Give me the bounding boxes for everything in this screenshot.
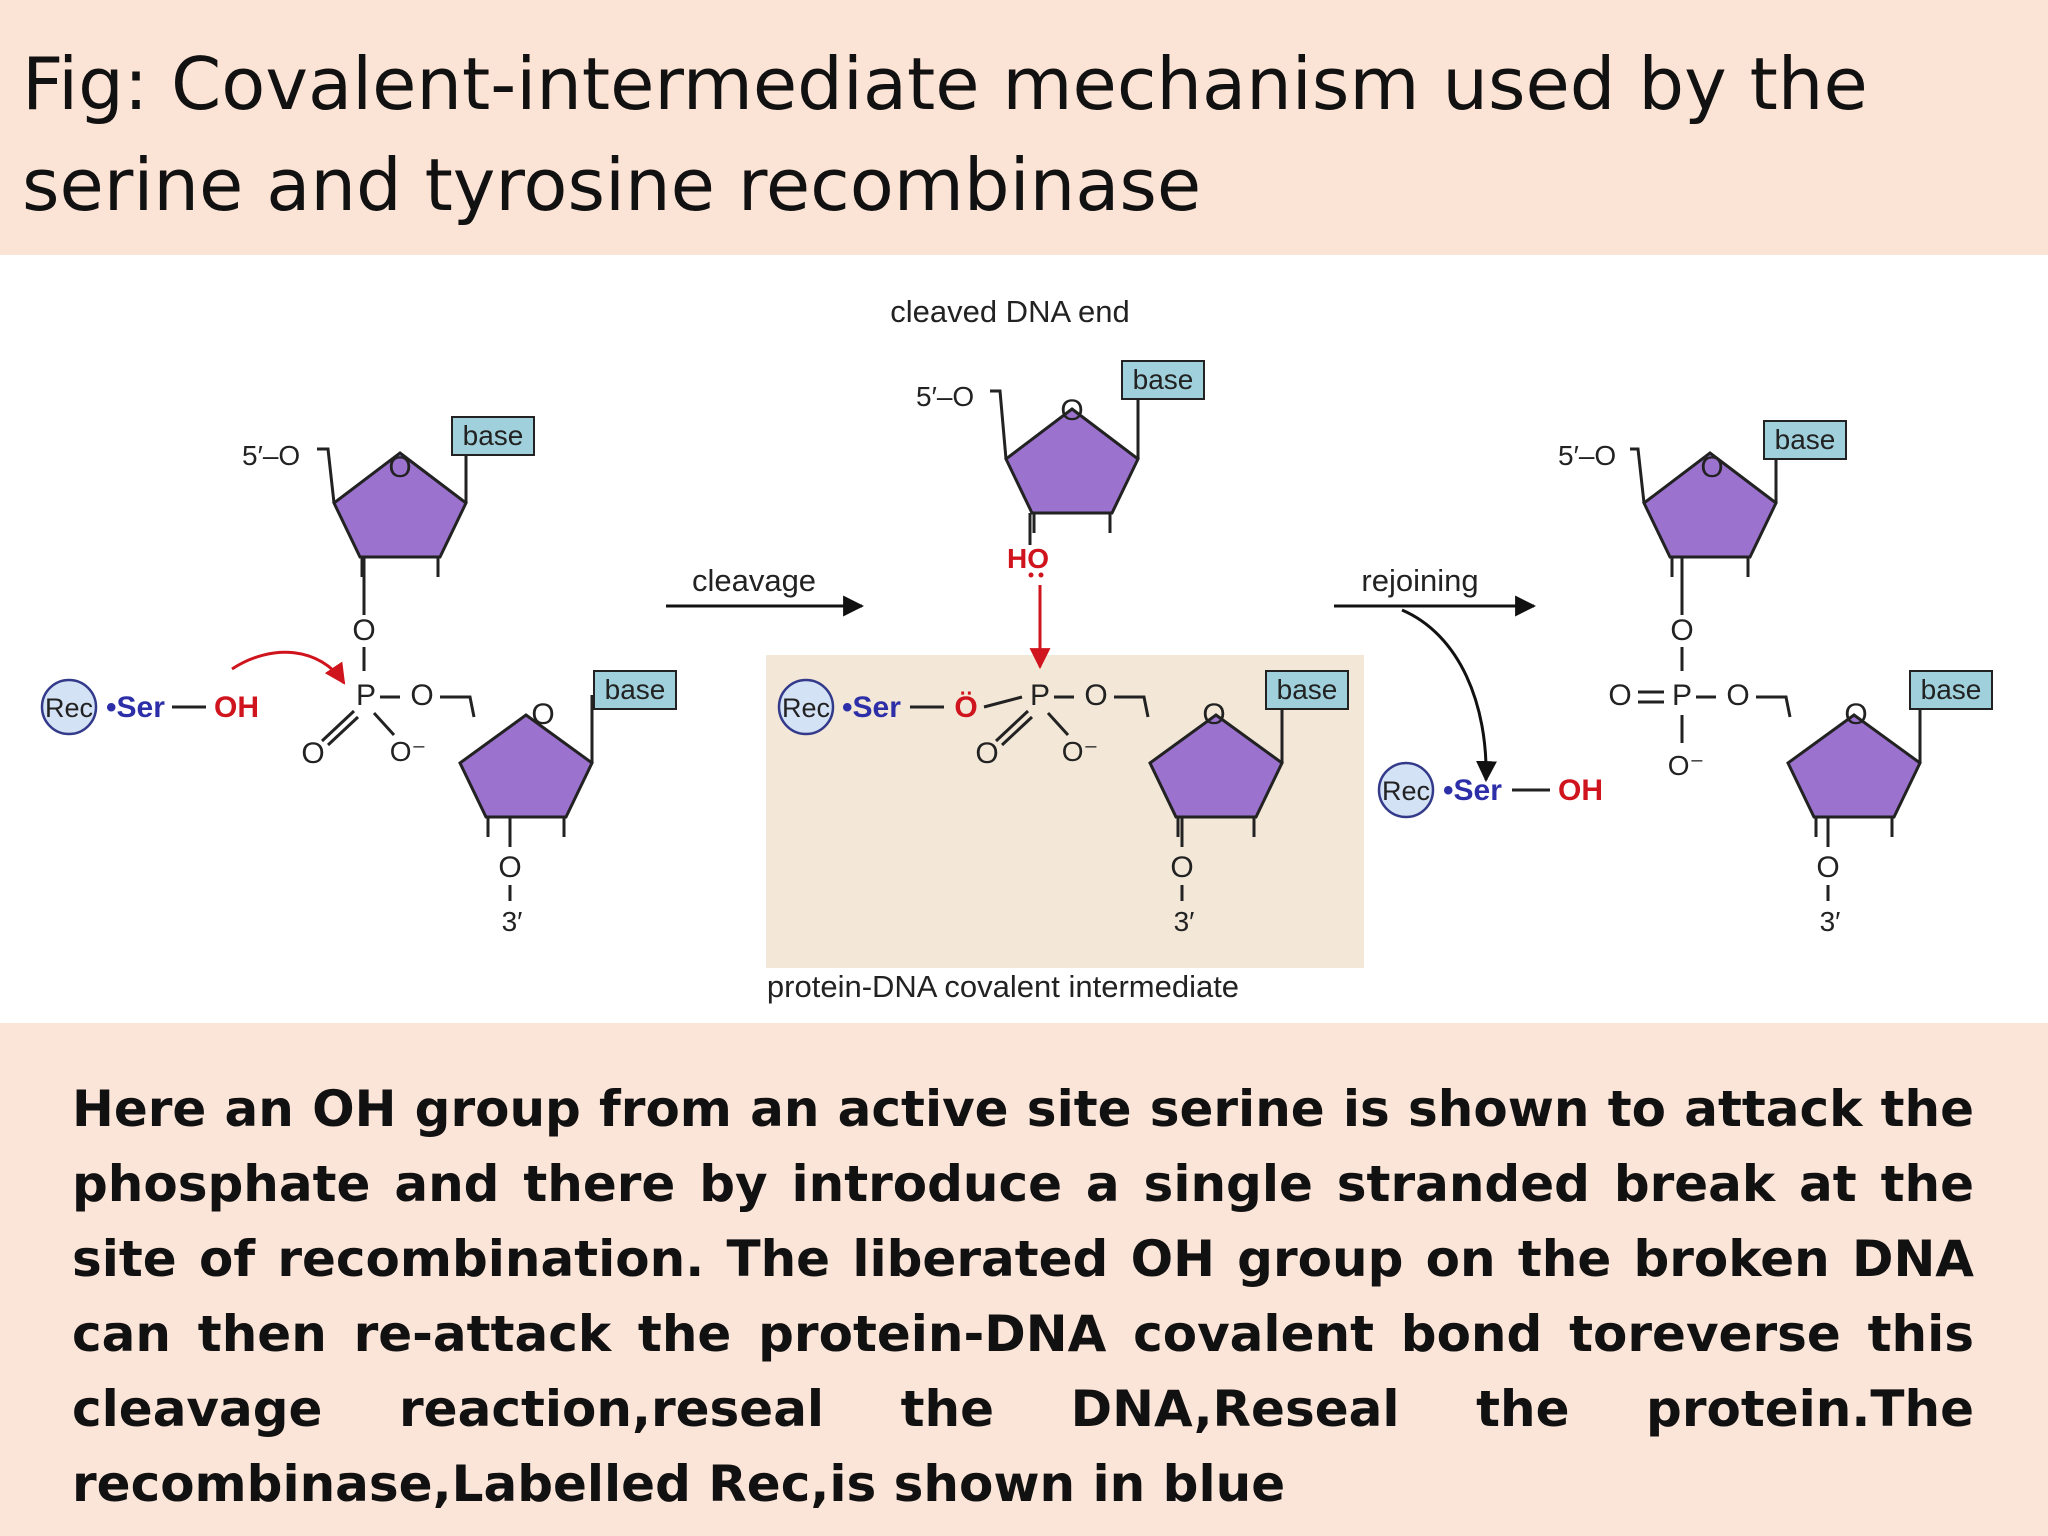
base-box xyxy=(1909,670,1993,710)
double-bond-oxygen: O xyxy=(1608,679,1631,712)
sugar-ring xyxy=(1148,713,1284,819)
base-box xyxy=(593,670,677,710)
phosphorus: P xyxy=(356,679,376,712)
o-minus: O⁻ xyxy=(1062,736,1099,767)
panel-substrate: O 5′–O base O P O O O⁻ O ba xyxy=(40,416,677,937)
three-prime-oxygen: O xyxy=(1170,851,1193,884)
five-prime-label: 5′–O xyxy=(242,440,300,471)
ring-oxygen: O xyxy=(531,698,554,731)
double-bond-oxygen: O xyxy=(301,737,324,770)
ring-oxygen: O xyxy=(1700,451,1723,484)
panel-intermediate: O 5′–O base HO P O O O⁻ O xyxy=(777,360,1349,937)
sugar-ring xyxy=(458,713,594,819)
nucleophilic-attack-arrow xyxy=(231,650,346,685)
linker-oxygen: O xyxy=(1670,614,1693,647)
cleaved-dna-end-label: cleaved DNA end xyxy=(890,294,1130,329)
slide-title: Fig: Covalent-intermediate mechanism use… xyxy=(22,42,1868,227)
three-prime-label: 3′ xyxy=(502,906,523,937)
three-prime-label: 3′ xyxy=(1174,906,1195,937)
phosphorus: P xyxy=(1672,679,1692,712)
sugar-ring xyxy=(1004,407,1140,515)
figure-panel: cleaved DNA end protein-DNA covalent int… xyxy=(0,255,2048,1023)
bridge-oxygen: O xyxy=(410,679,433,712)
intermediate-highlight xyxy=(766,655,1364,968)
o-minus: O⁻ xyxy=(1668,750,1705,781)
double-bond-oxygen: O xyxy=(975,737,998,770)
ser-label: •Ser xyxy=(106,691,165,724)
bridge-oxygen: O xyxy=(1084,679,1107,712)
base-box xyxy=(1121,360,1205,400)
five-prime-label: 5′–O xyxy=(1558,440,1616,471)
base-label: base xyxy=(463,420,524,451)
rejoining-label: rejoining xyxy=(1361,563,1478,598)
mechanism-diagram: cleaved DNA end protein-DNA covalent int… xyxy=(40,294,1993,1004)
protein-dna-intermediate-label: protein-DNA covalent intermediate xyxy=(767,969,1239,1004)
three-prime-oxygen: O xyxy=(498,851,521,884)
rec-release-arrow xyxy=(1401,608,1497,783)
sugar-ring xyxy=(332,451,468,559)
rec-label: Rec xyxy=(1382,776,1430,806)
serine-oxygen: Ö xyxy=(954,691,977,724)
ring-oxygen: O xyxy=(1060,394,1083,427)
three-prime-label: 3′ xyxy=(1820,906,1841,937)
ring-oxygen: O xyxy=(1844,698,1867,731)
hydroxyl-label: OH xyxy=(1558,774,1603,807)
ring-oxygen: O xyxy=(1202,698,1225,731)
bridge-oxygen: O xyxy=(1726,679,1749,712)
ring-oxygen: O xyxy=(388,451,411,484)
rec-label: Rec xyxy=(45,693,93,723)
three-prime-oxygen: O xyxy=(1816,851,1839,884)
rec-circle xyxy=(40,678,98,736)
base-label: base xyxy=(1921,674,1982,705)
base-box xyxy=(451,416,535,456)
ser-label: •Ser xyxy=(1443,774,1502,807)
sugar-ring xyxy=(1642,451,1778,559)
body-paragraph: Here an OH group from an active site ser… xyxy=(72,1080,1974,1513)
panel-product: O 5′–O base O O P O O⁻ O ba xyxy=(1377,420,1993,937)
base-label: base xyxy=(605,674,666,705)
hydroxyl-label: OH xyxy=(214,691,259,724)
title-band xyxy=(0,0,2048,255)
liberated-hydroxyl: HO xyxy=(1007,543,1049,574)
base-box xyxy=(1265,670,1349,710)
o-minus: O⁻ xyxy=(390,736,427,767)
ser-label: •Ser xyxy=(842,691,901,724)
phosphorus: P xyxy=(1030,679,1050,712)
cleavage-label: cleavage xyxy=(692,563,816,598)
rec-circle xyxy=(777,678,835,736)
base-label: base xyxy=(1277,674,1338,705)
linker-oxygen: O xyxy=(352,614,375,647)
base-label: base xyxy=(1775,424,1836,455)
base-box xyxy=(1763,420,1847,460)
base-label: base xyxy=(1133,364,1194,395)
five-prime-label: 5′–O xyxy=(916,381,974,412)
rec-circle xyxy=(1377,761,1435,819)
sugar-ring xyxy=(1786,713,1922,819)
rec-label: Rec xyxy=(782,693,830,723)
